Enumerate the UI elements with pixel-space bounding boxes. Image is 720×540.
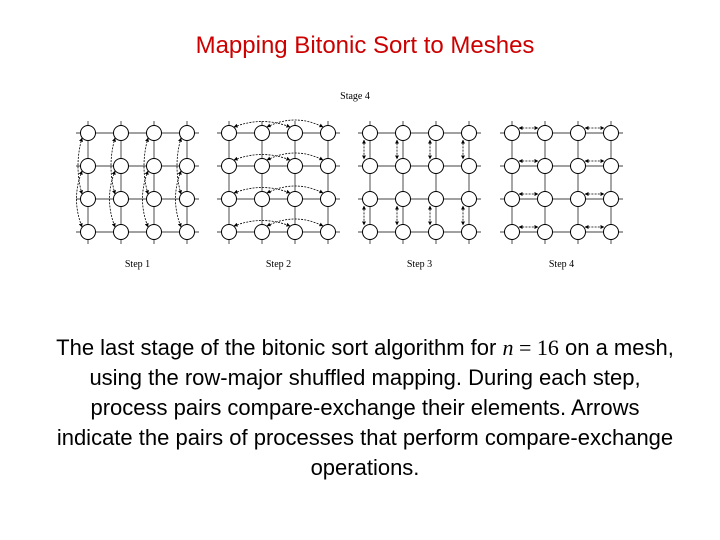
mesh-node (461, 191, 477, 207)
mesh-node (254, 224, 270, 240)
step-label: Step 2 (266, 259, 291, 270)
caption-math: n = 16 (502, 335, 559, 360)
mesh-node (287, 158, 303, 174)
mesh-node (179, 158, 195, 174)
mesh-node (362, 125, 378, 141)
mesh-node (221, 125, 237, 141)
stage-label: Stage 4 (340, 91, 370, 102)
mesh-node (113, 125, 129, 141)
mesh-node (603, 191, 619, 207)
mesh-node (570, 191, 586, 207)
mesh-node (179, 125, 195, 141)
compare-exchange-arrow (109, 170, 116, 228)
mesh-node (362, 224, 378, 240)
mesh-node (287, 224, 303, 240)
mesh-node (537, 125, 553, 141)
mesh-node (504, 191, 520, 207)
mesh-node (80, 191, 96, 207)
step-label: Step 3 (407, 259, 432, 270)
mesh-node (287, 191, 303, 207)
mesh-node (320, 224, 336, 240)
mesh-node (570, 224, 586, 240)
compare-exchange-arrow (266, 185, 324, 194)
mesh-node (221, 191, 237, 207)
mesh-node (504, 158, 520, 174)
mesh-node (537, 191, 553, 207)
mesh-node (428, 191, 444, 207)
mesh-node (179, 191, 195, 207)
mesh-node (537, 158, 553, 174)
compare-exchange-arrow (76, 170, 83, 228)
mesh-node (113, 191, 129, 207)
caption-text-after: on a mesh, using the row-major shuffled … (56, 335, 674, 480)
mesh-node (80, 224, 96, 240)
mesh-node (254, 125, 270, 141)
mesh-node (113, 158, 129, 174)
mesh-node (146, 125, 162, 141)
mesh-node (362, 158, 378, 174)
mesh-node (570, 125, 586, 141)
mesh-node (362, 191, 378, 207)
compare-exchange-arrow (142, 170, 149, 228)
compare-exchange-arrow (266, 119, 324, 128)
figure-caption: The last stage of the bitonic sort algor… (50, 333, 680, 483)
mesh-node (320, 158, 336, 174)
mesh-node (146, 224, 162, 240)
mesh-node (254, 191, 270, 207)
step-label: Step 4 (549, 259, 574, 270)
compare-exchange-arrow (175, 170, 182, 228)
mesh-node (461, 125, 477, 141)
mesh-node (537, 224, 553, 240)
mesh-node (395, 125, 411, 141)
mesh-node (603, 125, 619, 141)
mesh-node (395, 158, 411, 174)
mesh-node (287, 125, 303, 141)
mesh-node (428, 224, 444, 240)
mesh-node (221, 224, 237, 240)
mesh-node (113, 224, 129, 240)
mesh-node (395, 191, 411, 207)
mesh-node (146, 191, 162, 207)
mesh-node (146, 158, 162, 174)
compare-exchange-arrow (266, 152, 324, 161)
step-label: Step 1 (125, 259, 150, 270)
compare-exchange-arrow (266, 218, 324, 227)
mesh-node (570, 158, 586, 174)
mesh-node (179, 224, 195, 240)
mesh-node (603, 224, 619, 240)
mesh-node (504, 224, 520, 240)
caption-text-before: The last stage of the bitonic sort algor… (56, 335, 503, 360)
mesh-node (461, 158, 477, 174)
mesh-node (461, 224, 477, 240)
mesh-node (80, 158, 96, 174)
mesh-node (320, 125, 336, 141)
mesh-node (320, 191, 336, 207)
mesh-node (504, 125, 520, 141)
mesh-node (254, 158, 270, 174)
mesh-node (428, 125, 444, 141)
slide-title: Mapping Bitonic Sort to Meshes (195, 32, 535, 59)
mesh-node (428, 158, 444, 174)
mesh-node (221, 158, 237, 174)
mesh-node (603, 158, 619, 174)
mesh-node (80, 125, 96, 141)
mesh-node (395, 224, 411, 240)
bitonic-mesh-figure: Stage 4 Step 1 Step 2 Step 3 Step 4 (76, 91, 623, 270)
